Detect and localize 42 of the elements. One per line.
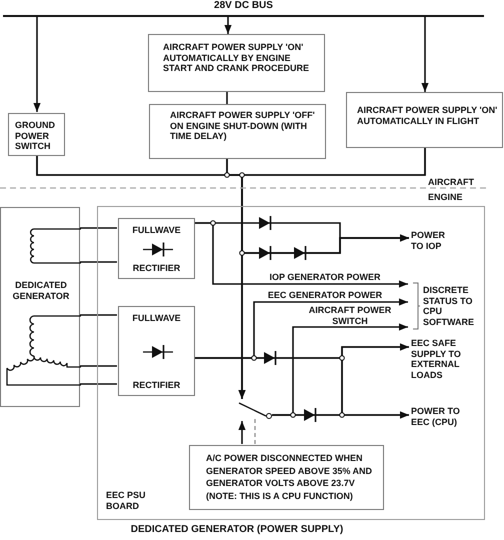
info-box: [8, 113, 65, 156]
rectifier-box: [118, 306, 195, 396]
box-text: AIRCRAFT POWER SUPPLY 'ON' AUTOMATICALLY IN FLIGHT: [357, 105, 498, 126]
rectifier-label: FULLWAVE: [131, 313, 182, 324]
rectifier-label: RECTIFIER: [132, 380, 182, 390]
rectifier-box: [118, 218, 195, 279]
edge-label: IOP GENERATOR POWER: [268, 272, 382, 282]
note-text: A/C POWER DISCONNECTED WHEN GENERATOR SPEED ABOVE 35% AND GENERATOR VOLTS ABOVE 23.7V (NOTE: THIS IS A CPU FUNCTION): [206, 452, 374, 502]
note-box: [189, 445, 384, 510]
info-box: [148, 34, 325, 92]
connector-line: [79, 314, 118, 385]
edge-label: AIRCRAFT POWER SWITCH: [308, 305, 392, 326]
output-label: EEC SAFE SUPPLY TO EXTERNAL LOADS: [411, 338, 471, 380]
arrow: [224, 17, 232, 34]
board-label: EEC PSU BOARD: [106, 490, 147, 511]
box-text: AIRCRAFT POWER SUPPLY 'ON' AUTOMATICALLY BY ENGINE START AND CRANK PROCEDURE: [163, 42, 310, 74]
info-box: [346, 92, 503, 148]
dashed-line: [254, 418, 256, 444]
bus-label: 28V DC BUS: [213, 1, 274, 12]
generator-label: DEDICATED GENERATOR: [12, 280, 70, 301]
info-box: [149, 104, 326, 159]
arrow: [194, 222, 408, 288]
arrow: [421, 17, 429, 92]
edge-label: EEC GENERATOR POWER: [266, 290, 384, 300]
output-label: DISCRETE STATUS TO CPU SOFTWARE: [423, 285, 475, 327]
boundary-label: AIRCRAFT: [428, 177, 474, 188]
board-outline: [97, 206, 485, 520]
box-text: AIRCRAFT POWER SUPPLY 'OFF' ON ENGINE SHUT-DOWN (WITH TIME DELAY): [170, 110, 316, 142]
diagram-caption: DEDICATED GENERATOR (POWER SUPPLY): [130, 525, 344, 536]
arrow: [241, 148, 426, 254]
connector-line: [226, 92, 228, 104]
rectifier-label: RECTIFIER: [132, 262, 182, 273]
arrow: [33, 17, 41, 112]
arrow: [272, 411, 409, 419]
arrow: [238, 421, 246, 444]
output-label: POWER TO EEC (CPU): [411, 406, 471, 427]
connector-line: [79, 227, 118, 263]
rectifier-label: FULLWAVE: [131, 225, 182, 236]
output-label: POWER TO IOP: [411, 230, 456, 251]
boundary-label: ENGINE: [428, 192, 463, 202]
bus-line: [3, 0, 484, 17]
box-text: GROUND POWER SWITCH: [15, 120, 56, 152]
